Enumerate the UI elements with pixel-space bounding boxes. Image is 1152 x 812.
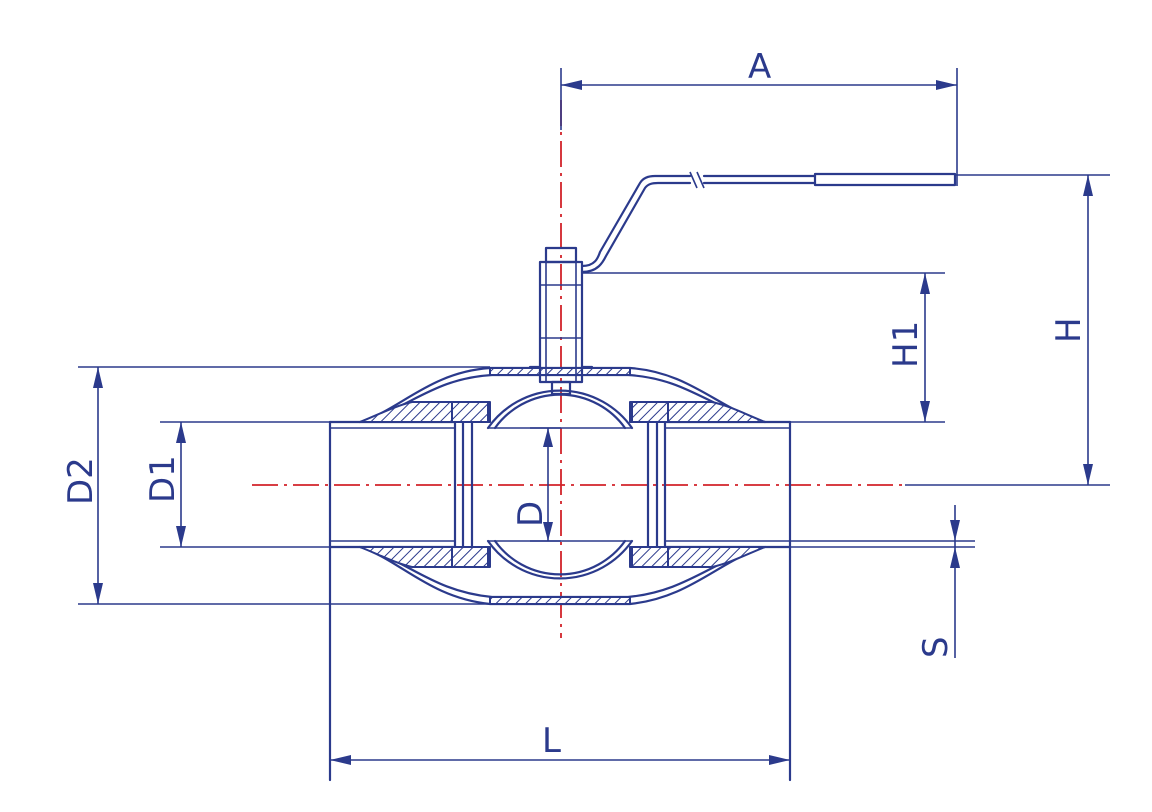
dimension-s: S	[790, 505, 975, 658]
left-seat	[451, 401, 489, 568]
valve-body	[328, 366, 792, 782]
dimension-d: D	[511, 427, 561, 542]
dimension-a: A	[560, 47, 958, 186]
dimension-d2: D2	[61, 366, 490, 605]
label-l: L	[542, 721, 561, 761]
dimension-l: L	[330, 721, 790, 765]
label-d1: D1	[143, 455, 183, 503]
stem	[528, 246, 594, 396]
label-d2: D2	[61, 457, 101, 505]
label-d: D	[511, 501, 551, 527]
label-s: S	[916, 636, 956, 658]
label-a: A	[748, 47, 771, 87]
right-seat	[631, 401, 669, 568]
dimension-h1: H1	[582, 272, 945, 423]
label-h1: H1	[886, 321, 926, 368]
label-h: H	[1049, 317, 1089, 343]
dimension-d1: D1	[143, 421, 330, 548]
handle-lever	[580, 171, 957, 274]
dimension-h: H	[905, 174, 1110, 486]
